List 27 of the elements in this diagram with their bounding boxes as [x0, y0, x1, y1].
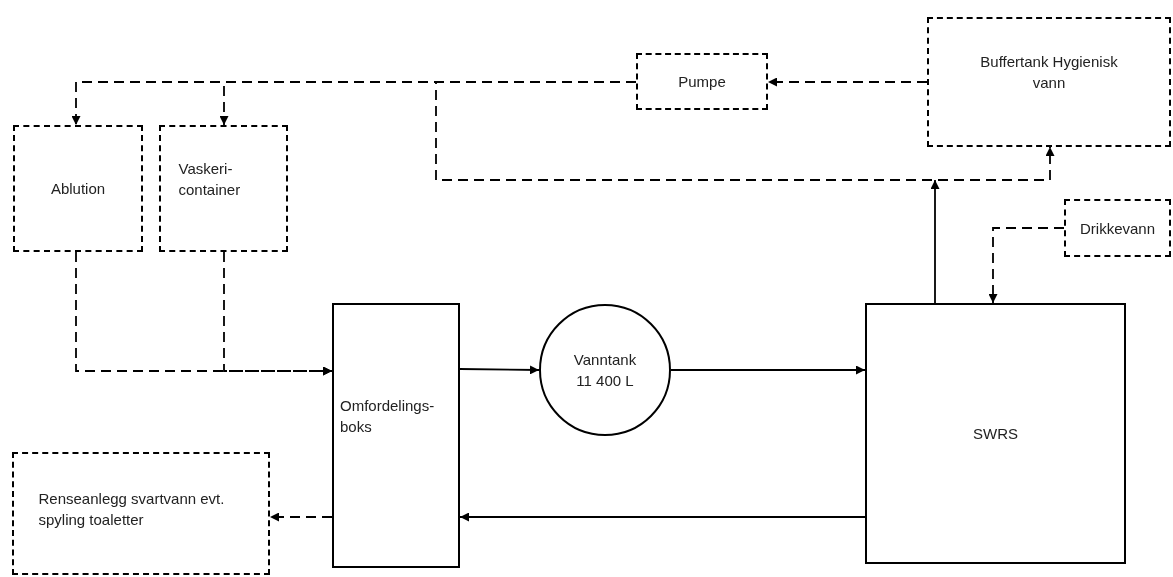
arrow: [435, 81, 1055, 181]
arrow: [988, 227, 1065, 304]
node-label: Omfordelings- boks: [340, 395, 436, 437]
node-label: Ablution: [49, 179, 107, 199]
node-label: Vaskeri- container: [178, 158, 242, 200]
node-label: Pumpe: [678, 72, 726, 92]
process-box: [332, 303, 460, 568]
arrow: [223, 251, 333, 376]
process-box: [159, 125, 288, 252]
tank-circle: [539, 304, 671, 436]
process-box: [1064, 199, 1171, 257]
process-box: [636, 53, 768, 110]
arrow: [930, 179, 940, 304]
node-label: Renseanlegg svartvann evt. spyling toaletter: [38, 488, 226, 530]
arrow: [670, 365, 866, 375]
process-box: [927, 17, 1171, 147]
process-box: [12, 452, 270, 575]
arrow: [269, 512, 333, 522]
arrow: [459, 365, 540, 375]
node-label: Buffertank Hygienisk vann: [979, 52, 1119, 93]
arrow: [767, 77, 928, 87]
node-label: SWRS: [973, 424, 1018, 444]
process-box: [865, 303, 1126, 564]
process-box: [13, 125, 143, 252]
arrow: [459, 512, 866, 522]
node-label: Vanntank 11 400 L: [572, 350, 638, 391]
node-label: Drikkevann: [1080, 218, 1155, 239]
